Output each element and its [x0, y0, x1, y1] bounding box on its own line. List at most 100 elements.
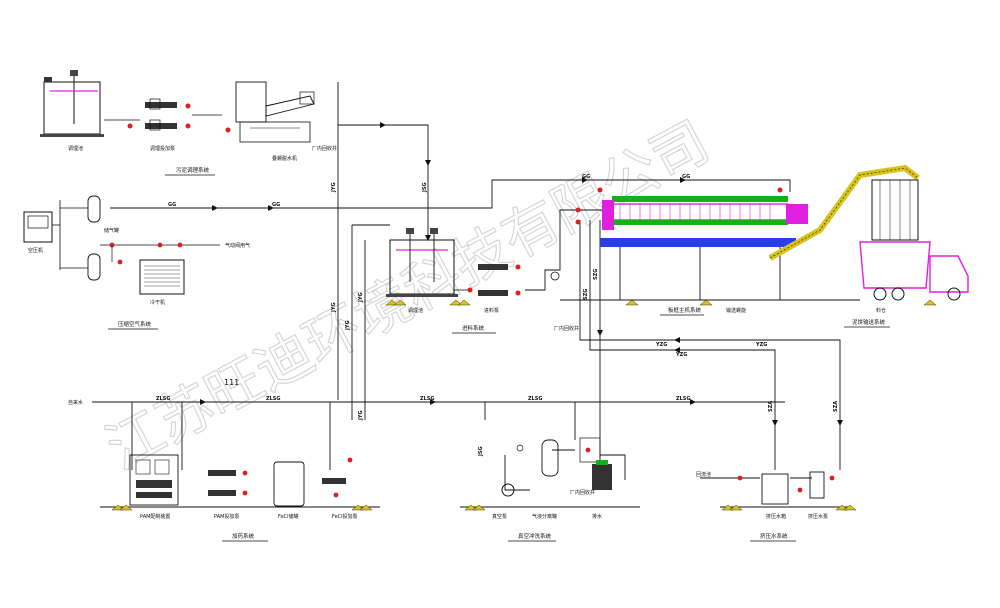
dosing-system: PAM配制装置 PAM投加泵 FeCl储罐 FeCl投加泵 加药系统 111 自…	[68, 378, 380, 542]
system-label-vacuum: 真空冲洗系统	[518, 532, 552, 540]
pipe-label-zlsg-5: ZLSG	[676, 396, 691, 402]
system-label-transport: 泥饼输送系统	[852, 318, 886, 326]
fecl-pump	[322, 478, 346, 484]
note-water-in: 自来水	[68, 399, 83, 406]
filter-press-system: 输送螺旋 板框主机系统	[560, 187, 860, 316]
pipe-label-sza-1: SZA	[768, 401, 774, 412]
feed-system: 调理池 进料泵 进料系统	[386, 228, 560, 334]
pam-pump-2	[208, 490, 236, 496]
pipe-label-gg-3: GG	[582, 174, 590, 180]
flow-arrows	[200, 122, 843, 426]
pipe-label-gg-1: GG	[168, 202, 176, 208]
system-label-dosing: 加药系统	[232, 532, 255, 540]
screw-dewater-label: 叠螺脱水机	[272, 155, 297, 162]
pipe-label-jyg-2: JYG	[331, 302, 337, 313]
pipe-label-jsg: JSG	[422, 182, 428, 193]
pressure-gauge-icon	[550, 271, 560, 281]
system-label-air: 压缩空气系统	[118, 320, 152, 328]
cake-transport-system: 料仓 泥饼输送系统	[768, 164, 969, 328]
pipe-label-yzg-2: YZG	[675, 352, 687, 358]
flocculant-pumps	[127, 98, 191, 131]
screw-dewater-machine	[225, 81, 315, 143]
pipe-label-zlsg-4: ZLSG	[528, 396, 543, 402]
pipe-label-zlsg-2: ZLSG	[266, 396, 281, 402]
pipe-label-gg-4: GG	[682, 174, 690, 180]
squeeze-tank-label: 挤压水箱	[766, 513, 786, 520]
squeeze-pump	[809, 471, 825, 499]
truck-body	[859, 241, 931, 289]
pipe-label-yzg-1: YZG	[655, 342, 667, 348]
wash-tank	[592, 464, 612, 490]
compressed-air-system: 空压机 储气罐 气动阀用气 冷干机 压缩空气系统	[23, 195, 250, 330]
note-waste: 厂内回收井	[554, 325, 579, 332]
press-cylinder	[786, 204, 808, 224]
pam-unit-label: PAM配制装置	[140, 513, 170, 520]
feed-pump-1	[478, 264, 508, 270]
feed-pump-label: 进料泵	[484, 307, 499, 314]
vacuum-wash-system: 真空泵 气液分离罐 排水 厂内回收井 真空冲洗系统	[460, 437, 640, 542]
filter-press-top-beam	[612, 196, 788, 202]
system-label-press: 板框主机系统	[668, 306, 702, 314]
squeeze-pump-label: 挤压水泵	[808, 513, 828, 520]
note-back-b: 厂内回收井	[570, 489, 595, 496]
note-return: 回流池	[696, 471, 711, 478]
pipe-label-szg: SZG	[593, 269, 599, 280]
pipe-label-jyg-4: JYG	[358, 292, 364, 303]
dryer-label: 冷干机	[150, 299, 165, 306]
air-tank-2	[87, 253, 101, 281]
pam-unit	[129, 454, 179, 506]
air-compressor	[23, 211, 53, 243]
truck-label: 料仓	[876, 307, 886, 314]
flocculant-system: 调理池 调理投加泵 叠螺脱水机 厂内回收井 污泥调理系统	[40, 70, 337, 176]
air-tank-1	[87, 195, 101, 223]
truck-wheel	[873, 287, 887, 301]
pipe-label-sza-2: SZA	[833, 401, 839, 412]
system-label-squeeze: 挤压水系统	[760, 532, 788, 540]
vacuum-pump-label: 真空泵	[492, 513, 507, 520]
squeeze-water-system: 回流池 挤压水箱 挤压水泵 挤压水系统	[696, 471, 852, 542]
cake-conveyor	[600, 238, 796, 247]
feed-agitator-icon	[406, 228, 414, 234]
feed-tank-label: 调理池	[408, 307, 423, 314]
system-label-feed: 进料系统	[462, 324, 485, 332]
pipe-label-jsg-2: JSG	[478, 446, 484, 457]
pipe-label-jyg-5: JYG	[358, 410, 364, 421]
note-air-out: 气动阀用气	[225, 242, 250, 249]
pipe-label-jyg-3: JYG	[345, 320, 351, 331]
air-dryer	[139, 259, 185, 295]
cake-silo	[871, 179, 919, 241]
squeeze-tank	[761, 473, 789, 505]
press-head	[602, 200, 614, 230]
truck-cab	[929, 255, 969, 293]
flocculant-tank-label: 调理池	[68, 145, 83, 152]
air-tank-label: 储气罐	[104, 227, 119, 234]
marker-111: 111	[224, 378, 239, 387]
pam-pump-label: PAM投加泵	[214, 513, 239, 520]
ground-markers	[111, 299, 937, 511]
feed-agitator-2-icon	[430, 228, 438, 234]
flocculant-pumps-label: 调理投加泵	[150, 145, 175, 152]
pipe-label-szg-2: SZG	[583, 289, 589, 300]
feed-pump-2	[478, 290, 508, 296]
pipe-label-yzg-3: YZG	[755, 342, 767, 348]
pipe-label-zlsg-1: ZLSG	[156, 396, 171, 402]
fecl-pump-label: FeCl投加泵	[332, 513, 358, 520]
agitator-motor-icon	[70, 70, 78, 76]
air-compressor-label: 空压机	[28, 247, 43, 254]
fecl-tank	[273, 461, 305, 507]
conveyor-label: 输送螺旋	[726, 307, 746, 314]
pam-pump-1	[208, 470, 236, 476]
note-back-a: 厂内回收井	[312, 145, 337, 152]
fecl-tank-label: FeCl储罐	[278, 513, 299, 520]
vacuum-gauge-icon	[516, 444, 524, 452]
flocculant-tank	[43, 81, 101, 135]
gas-separator	[541, 439, 559, 477]
pipe-label-jyg-1: JYG	[331, 182, 337, 193]
system-label-flocculant: 污泥调理系统	[176, 166, 210, 174]
pipe-label-gg-2: GG	[272, 202, 280, 208]
gas-separator-label: 气液分离罐	[532, 513, 557, 520]
note-drain: 排水	[592, 513, 602, 520]
pipe-code-labels: GG GG GG GG ZLSG ZLSG ZLSG ZLSG ZLSG YZG…	[156, 174, 839, 457]
